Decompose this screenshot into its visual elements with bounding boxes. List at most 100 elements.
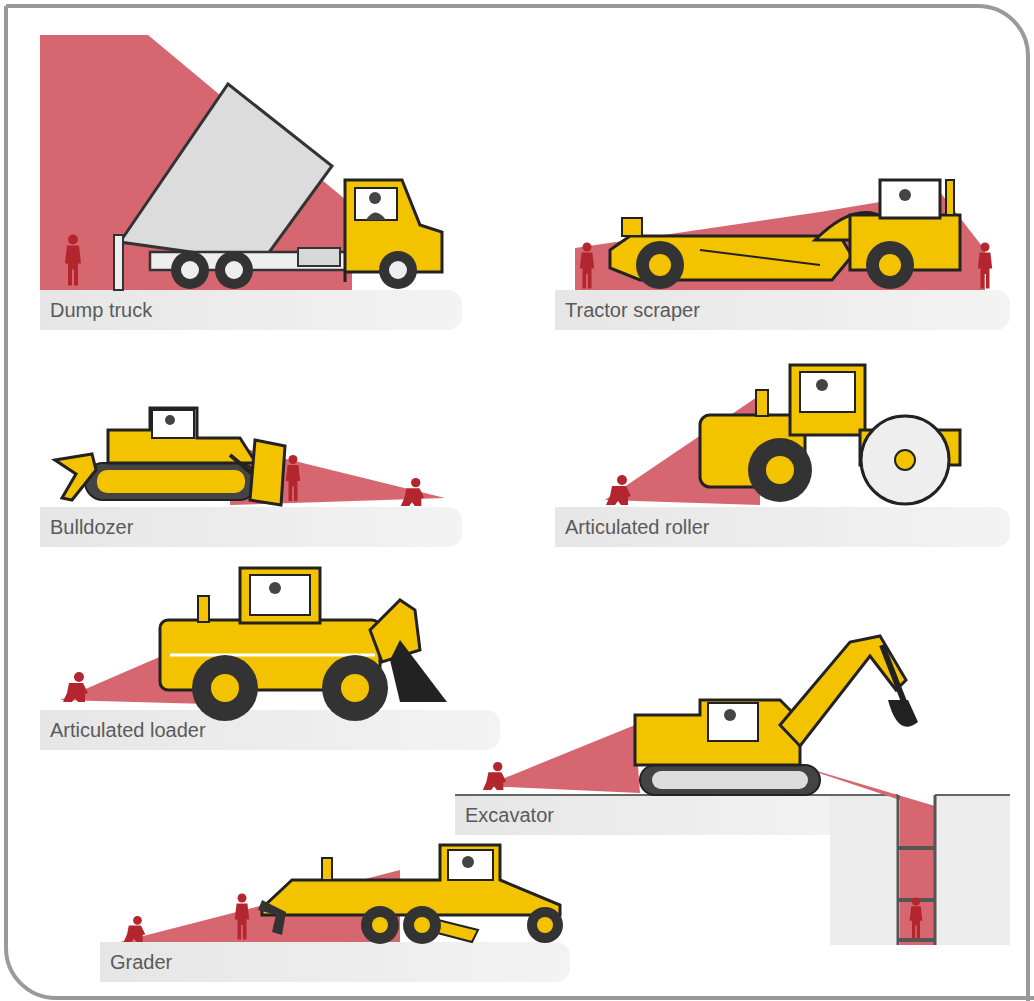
machine-name: Grader (110, 942, 560, 982)
articulated-roller-polygon (605, 395, 760, 505)
dump-truck-rect (150, 252, 350, 270)
articulated-roller-circle (895, 450, 915, 470)
machine-name: Excavator (465, 795, 850, 835)
excavator-path (455, 794, 1010, 796)
dump-truck-circle (181, 261, 199, 279)
articulated-loader (60, 568, 447, 721)
articulated-loader-circle (192, 655, 258, 721)
grader-path (258, 900, 286, 935)
grader-circle (527, 907, 563, 943)
excavator-rect (830, 795, 1010, 945)
machine-name: Articulated loader (50, 710, 490, 750)
dump-truck-polygon (120, 84, 332, 262)
articulated-loader-path (370, 600, 420, 662)
excavator-polygon (485, 725, 640, 793)
machine-name: Bulldozer (50, 507, 452, 547)
grader-rect (322, 858, 332, 880)
articulated-loader-polygon (60, 620, 245, 705)
tractor-scraper-circle (899, 189, 911, 201)
grader-circle (361, 906, 399, 944)
articulated-roller-rect (756, 390, 768, 416)
articulated-loader-rect (198, 596, 209, 622)
articulated-loader-path (170, 654, 375, 657)
excavator-rect (898, 795, 935, 945)
tractor-scraper-circle (866, 241, 914, 289)
grader-use (235, 894, 249, 940)
articulated-roller-use (606, 475, 631, 505)
articulated-loader-rect (240, 568, 320, 623)
grader-circle (403, 906, 441, 944)
excavator-polygon (780, 760, 935, 945)
articulated-roller-rect (860, 430, 960, 465)
bulldozer-polygon (230, 445, 445, 505)
grader-circle (462, 856, 474, 868)
label-band: Bulldozer (40, 507, 462, 547)
bulldozer (55, 408, 445, 506)
articulated-roller-circle (748, 438, 812, 502)
excavator (455, 636, 1010, 945)
bulldozer-rect (85, 463, 257, 500)
tractor-scraper-use (580, 243, 594, 289)
excavator-rect (708, 703, 758, 741)
bulldozer-rect (152, 410, 194, 438)
tractor-scraper-polygon (575, 192, 985, 290)
dump-truck (40, 35, 442, 290)
excavator-path (898, 795, 935, 945)
articulated-loader-use (63, 672, 88, 702)
dump-truck-circle (215, 251, 253, 289)
excavator-path (635, 700, 800, 765)
excavator-path (888, 700, 918, 727)
label-band: Articulated roller (555, 507, 1010, 547)
dump-truck-rect (114, 235, 123, 290)
articulated-roller (605, 365, 960, 505)
bulldozer-path (55, 454, 96, 500)
articulated-loader-circle (322, 655, 388, 721)
excavator-circle (724, 709, 736, 721)
excavator-rect (640, 765, 820, 795)
machine-name: Articulated roller (565, 507, 1000, 547)
dump-truck-path (345, 180, 442, 282)
excavator-rect (652, 771, 808, 789)
label-band: Grader (100, 942, 570, 982)
articulated-loader-path (390, 640, 447, 702)
bulldozer-use (286, 455, 300, 501)
grader (120, 845, 563, 944)
dump-truck-circle (225, 261, 243, 279)
bulldozer-path (108, 408, 256, 463)
excavator-path (898, 848, 935, 940)
label-band: Dump truck (40, 290, 462, 330)
articulated-loader-rect (250, 575, 310, 615)
machine-name: Dump truck (50, 290, 452, 330)
articulated-loader-rect (160, 620, 380, 690)
grader-circle (537, 917, 553, 933)
excavator-use (483, 762, 506, 790)
frame-border (6, 6, 1034, 1001)
tractor-scraper-use (978, 243, 992, 289)
bulldozer-path (230, 455, 262, 482)
grader-polygon (120, 870, 400, 942)
tractor-scraper-circle (649, 254, 671, 276)
tractor-scraper-circle (879, 254, 901, 276)
grader-circle (372, 917, 388, 933)
tractor-scraper-rect (946, 180, 954, 215)
label-band: Excavator (455, 795, 860, 835)
grader-path (426, 918, 478, 942)
articulated-roller-circle (861, 416, 949, 504)
label-band: Tractor scraper (555, 290, 1010, 330)
dump-truck-rect (355, 188, 397, 220)
tractor-scraper-rect (850, 215, 960, 270)
tractor-scraper-path (610, 236, 852, 280)
excavator-use (910, 898, 923, 939)
articulated-roller-circle (816, 379, 828, 391)
tractor-scraper (575, 180, 992, 290)
excavator-path (882, 645, 908, 712)
dump-truck-polygon (40, 35, 352, 290)
grader-rect (448, 850, 493, 880)
bulldozer-path (250, 440, 285, 505)
grader-use (124, 916, 146, 942)
articulated-roller-circle (766, 456, 794, 484)
articulated-loader-circle (211, 674, 239, 702)
